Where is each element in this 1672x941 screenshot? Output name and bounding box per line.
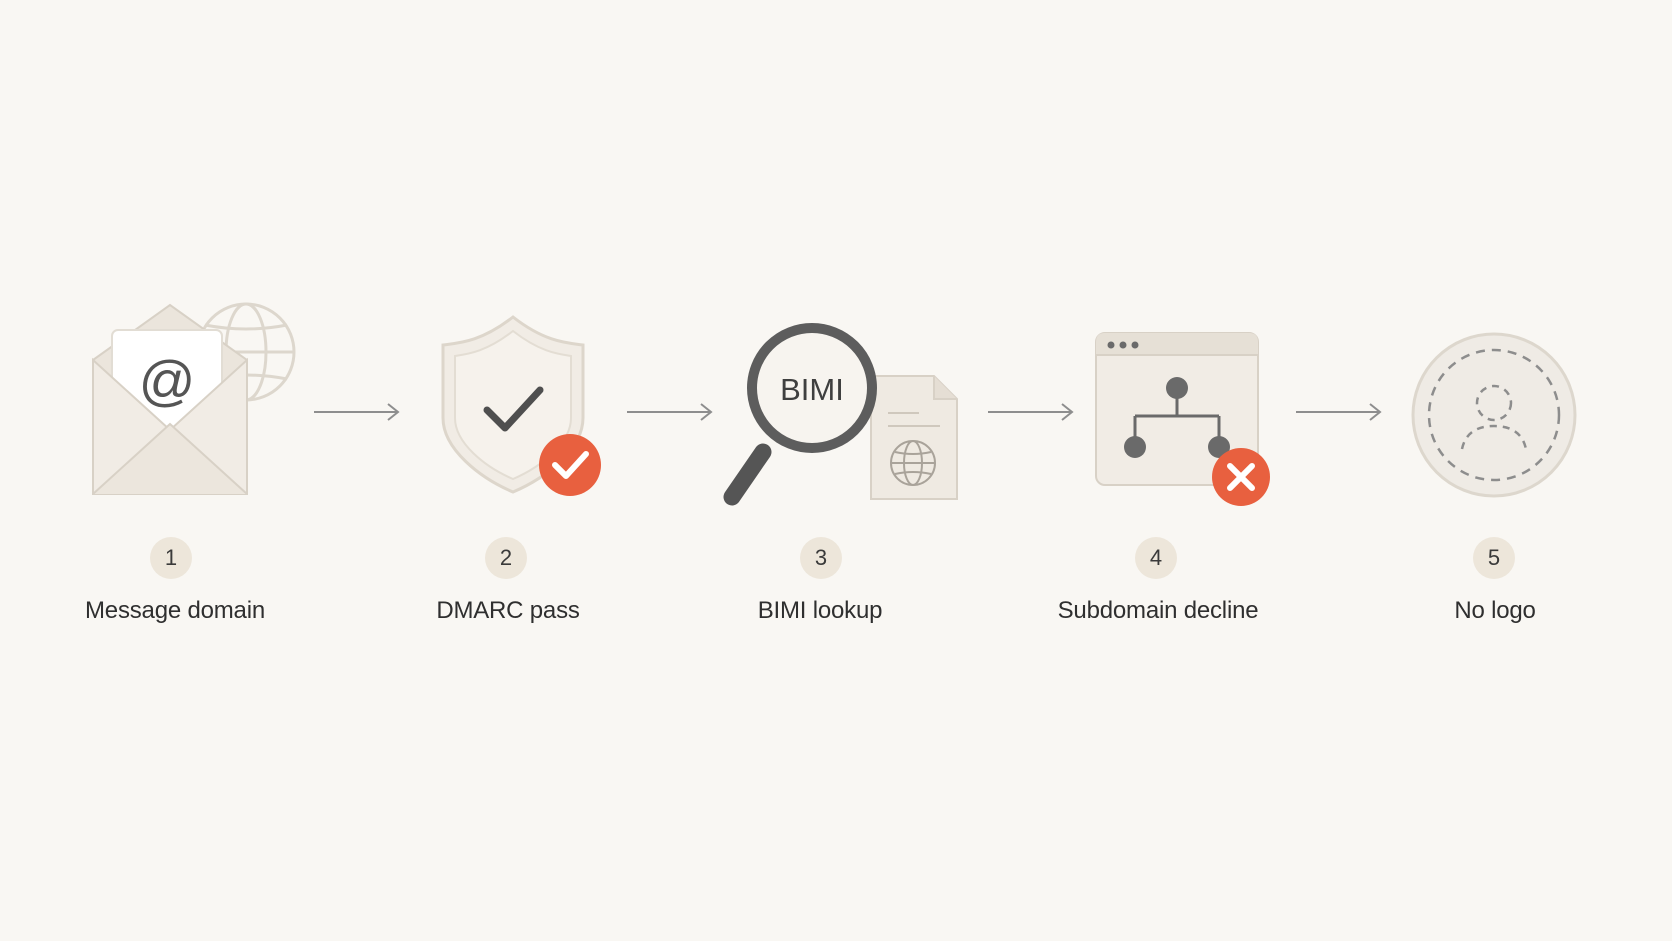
svg-text:BIMI: BIMI: [780, 372, 844, 407]
empty-avatar-icon: [1411, 332, 1577, 498]
step-number: 5: [1473, 537, 1515, 579]
step-label: DMARC pass: [436, 597, 580, 624]
step-number: 3: [800, 537, 842, 579]
step-label: Subdomain decline: [1057, 597, 1259, 624]
envelope-at-icon: @: [92, 302, 296, 495]
flow-arrow: [314, 403, 400, 421]
svg-text:@: @: [139, 349, 196, 412]
shield-check-icon: [441, 315, 601, 496]
step-label: BIMI lookup: [757, 597, 883, 624]
flow-arrow: [1296, 403, 1382, 421]
flow-arrow: [988, 403, 1074, 421]
step-number: 1: [150, 537, 192, 579]
magnifier-bimi-icon: BIMI: [723, 323, 958, 506]
flow-arrow: [627, 403, 713, 421]
step-number: 4: [1135, 537, 1177, 579]
step-label: Message domain: [85, 597, 265, 624]
step-number: 2: [485, 537, 527, 579]
step-label: No logo: [1454, 597, 1536, 624]
browser-hierarchy-icon: [1095, 332, 1270, 506]
